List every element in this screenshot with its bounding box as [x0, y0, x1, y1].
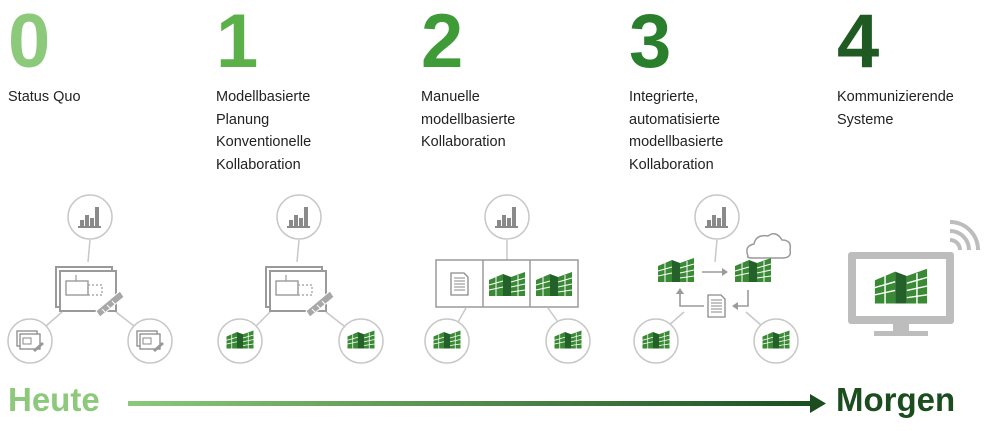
stage-0-number: 0 [8, 0, 51, 84]
arrow-up-icon [676, 288, 684, 294]
timeline-arrow [128, 394, 826, 413]
cloud-icon [746, 233, 792, 259]
document-icon [707, 294, 726, 318]
blueprint-icon [265, 266, 335, 318]
stage-0-label: Status Quo [8, 89, 81, 105]
arrow-right-icon [722, 268, 728, 276]
stage-1-label: Modellbasierte Planung Konventionelle Ko… [216, 89, 312, 173]
building-icon [657, 257, 695, 283]
stage-4-number: 4 [837, 0, 880, 84]
timeline-end-label: Morgen [836, 381, 956, 418]
stage-4-label: Kommunizierende Systeme [837, 89, 954, 128]
stage-2-diagram [424, 194, 591, 364]
stage-3-number: 3 [629, 0, 672, 84]
stage-3-label: Integrierte, automatisierte modellbasier… [629, 89, 724, 173]
document-icon [450, 272, 469, 296]
blueprint-icon [55, 266, 125, 318]
stage-1-diagram [217, 194, 384, 364]
stage-0-diagram [7, 194, 173, 364]
arrow-left-icon [732, 302, 738, 310]
timeline-start-label: Heute [8, 381, 100, 418]
stage-2-label: Manuelle modellbasierte Kollaboration [421, 89, 516, 150]
blueprint-icon [16, 330, 45, 353]
stage-2-number: 2 [421, 0, 464, 84]
stage-4-diagram [848, 220, 980, 336]
blueprint-icon [136, 330, 165, 353]
monitor-icon [848, 252, 954, 336]
stage-1-number: 1 [216, 0, 259, 84]
building-icon [734, 257, 772, 283]
stage-3-diagram [633, 194, 799, 364]
wifi-signal-icon [949, 220, 980, 251]
